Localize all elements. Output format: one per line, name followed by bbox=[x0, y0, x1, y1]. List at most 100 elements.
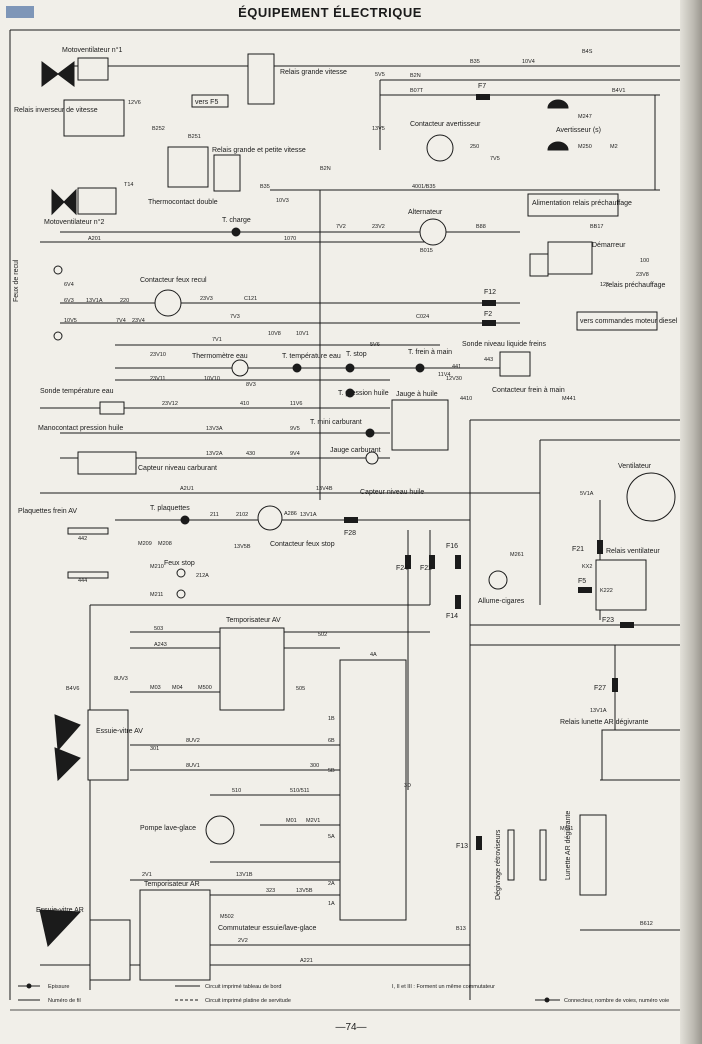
label-contacteur-feux-stop: Contacteur feux stop bbox=[270, 541, 335, 548]
fuse-f7 bbox=[476, 94, 490, 100]
wire-label: 502 bbox=[318, 632, 327, 638]
wire-label: 10V1 bbox=[296, 331, 309, 337]
label-allume-cigares: Allume-cigares bbox=[478, 598, 525, 605]
wire-label: T14 bbox=[124, 182, 133, 188]
wire-label: 13V1B bbox=[236, 872, 253, 878]
wire-label: 510/511 bbox=[290, 788, 309, 794]
wire-label: C024 bbox=[416, 314, 429, 320]
wire-label: 12V30 bbox=[446, 376, 462, 382]
fuse-label-f22: F22 bbox=[420, 565, 432, 572]
fuse-label-f16: F16 bbox=[446, 543, 458, 550]
legend-circuit-tableau: Circuit imprimé tableau de bord bbox=[205, 984, 281, 990]
wire-label: 2102 bbox=[236, 512, 248, 518]
fuse-f14 bbox=[455, 595, 461, 609]
wire-label: 11V6 bbox=[290, 401, 302, 407]
wire-label: B35 bbox=[260, 184, 270, 190]
wire-label: 5V1A bbox=[580, 491, 594, 497]
fuse-label-f13: F13 bbox=[456, 843, 468, 850]
wire-label: 7V4 bbox=[116, 318, 126, 324]
fuse-label-f14: F14 bbox=[446, 613, 458, 620]
legend-circuit-platine: Circuit imprimé platine de servitude bbox=[205, 998, 291, 1004]
wire-label: KX2 bbox=[582, 564, 592, 570]
wire-label: 10V4 bbox=[522, 59, 535, 65]
wire-label: M2V1 bbox=[306, 818, 320, 824]
wire-label: 220 bbox=[120, 298, 129, 304]
corner-logo bbox=[6, 6, 34, 18]
label-sonde-temperature: Sonde température eau bbox=[40, 388, 114, 395]
label-contacteur-frein-main: Contacteur frein à main bbox=[492, 387, 565, 394]
wire-label: M441 bbox=[562, 396, 576, 402]
wire-label: M611 bbox=[560, 826, 573, 832]
wire-label: B88 bbox=[476, 224, 486, 230]
wire-label: 212A bbox=[196, 573, 209, 579]
wire-label: K222 bbox=[600, 588, 613, 594]
wire-label: 443 bbox=[484, 357, 493, 363]
wire-label: 13V1A bbox=[300, 512, 317, 518]
wire-label: 10V3 bbox=[276, 198, 289, 204]
wire-label: A286 bbox=[284, 511, 297, 517]
wire-label: A221 bbox=[300, 958, 313, 964]
label-thermometre-eau: Thermomètre eau bbox=[192, 353, 248, 360]
label-temporisateur-ar: Temporisateur AR bbox=[144, 881, 200, 888]
label-pompe-lave-glace: Pompe lave-glace bbox=[140, 825, 196, 832]
label-feux-recul: Feux de recul bbox=[13, 259, 20, 302]
wire-label: B251 bbox=[188, 134, 201, 140]
wire-label: M210 bbox=[150, 564, 164, 570]
fuse-label-f5: F5 bbox=[578, 578, 586, 585]
wire-label: 13V5 bbox=[372, 126, 385, 132]
wire-label: 8UV1 bbox=[186, 763, 200, 769]
label-lunette-ar: Lunette AR dégivrante bbox=[565, 811, 572, 880]
label-relais-lunette: Relais lunette AR dégivrante bbox=[560, 719, 648, 726]
wire-label: 1B bbox=[328, 716, 335, 722]
label-essuie-vitre-ar: Essuie-vitre AR bbox=[36, 907, 84, 914]
wire-label: 5V6 bbox=[370, 342, 380, 348]
label-capteur-carburant: Capteur niveau carburant bbox=[138, 465, 217, 472]
fuse-label-f27: F27 bbox=[594, 685, 606, 692]
label-degivrage-retroviseurs: Dégivrage rétroviseurs bbox=[495, 829, 502, 900]
fuse-f28 bbox=[344, 517, 358, 523]
wire-label: M261 bbox=[510, 552, 524, 558]
wire-label: 4A bbox=[370, 652, 377, 658]
fuse-f5 bbox=[578, 587, 592, 593]
label-sonde-niveau: Sonde niveau liquide freins bbox=[462, 341, 547, 348]
label-manocontact: Manocontact pression huile bbox=[38, 425, 123, 432]
fuse-label-f7: F7 bbox=[478, 83, 486, 90]
legend bbox=[18, 983, 560, 1003]
fuse-f24 bbox=[405, 555, 411, 569]
wire-label: B612 bbox=[640, 921, 653, 927]
wire-label: M03 bbox=[150, 685, 161, 691]
label-thermocontact: Thermocontact double bbox=[148, 199, 218, 206]
wire-label: 10V8 bbox=[268, 331, 281, 337]
label-contacteur-feux-recul: Contacteur feux recul bbox=[140, 277, 207, 284]
fuse-label-f21: F21 bbox=[572, 546, 584, 553]
wire-label: B13 bbox=[456, 926, 466, 932]
wire-label: B4V6 bbox=[66, 686, 79, 692]
label-t-frein-main: T. frein à main bbox=[408, 349, 452, 356]
wire-label: 23V8 bbox=[636, 272, 649, 278]
wire-label: 1A bbox=[328, 901, 335, 907]
label-t-charge: T. charge bbox=[222, 217, 251, 224]
wire-label: 2V2 bbox=[238, 938, 248, 944]
wire-label: 9V5 bbox=[290, 426, 300, 432]
fuse-f12 bbox=[482, 300, 496, 306]
label-relais-ventilateur: Relais ventilateur bbox=[606, 548, 660, 555]
label-demarreur: Démarreur bbox=[592, 242, 626, 249]
wire-label: 4410 bbox=[460, 396, 472, 402]
wire-label: 13V3A bbox=[206, 426, 223, 432]
wire-label: 505 bbox=[296, 686, 305, 692]
wire-label: BB17 bbox=[590, 224, 603, 230]
wire-label: 23V10 bbox=[150, 352, 166, 358]
page-edge-shadow bbox=[680, 0, 702, 1044]
wire-label: 13V2A bbox=[206, 451, 223, 457]
label-plaquettes-frein: Plaquettes frein AV bbox=[18, 508, 77, 515]
label-t-stop: T. stop bbox=[346, 351, 367, 358]
wire-label: 442 bbox=[78, 536, 87, 542]
wire-label: 6V4 bbox=[64, 282, 74, 288]
wire-label: 301 bbox=[150, 746, 159, 752]
label-vers-f5: vers F5 bbox=[195, 99, 218, 106]
wire-label: 8V3 bbox=[246, 382, 256, 388]
wire-label: B252 bbox=[152, 126, 165, 132]
label-t-plaquettes: T. plaquettes bbox=[150, 505, 190, 512]
wire-label: 444 bbox=[78, 578, 87, 584]
